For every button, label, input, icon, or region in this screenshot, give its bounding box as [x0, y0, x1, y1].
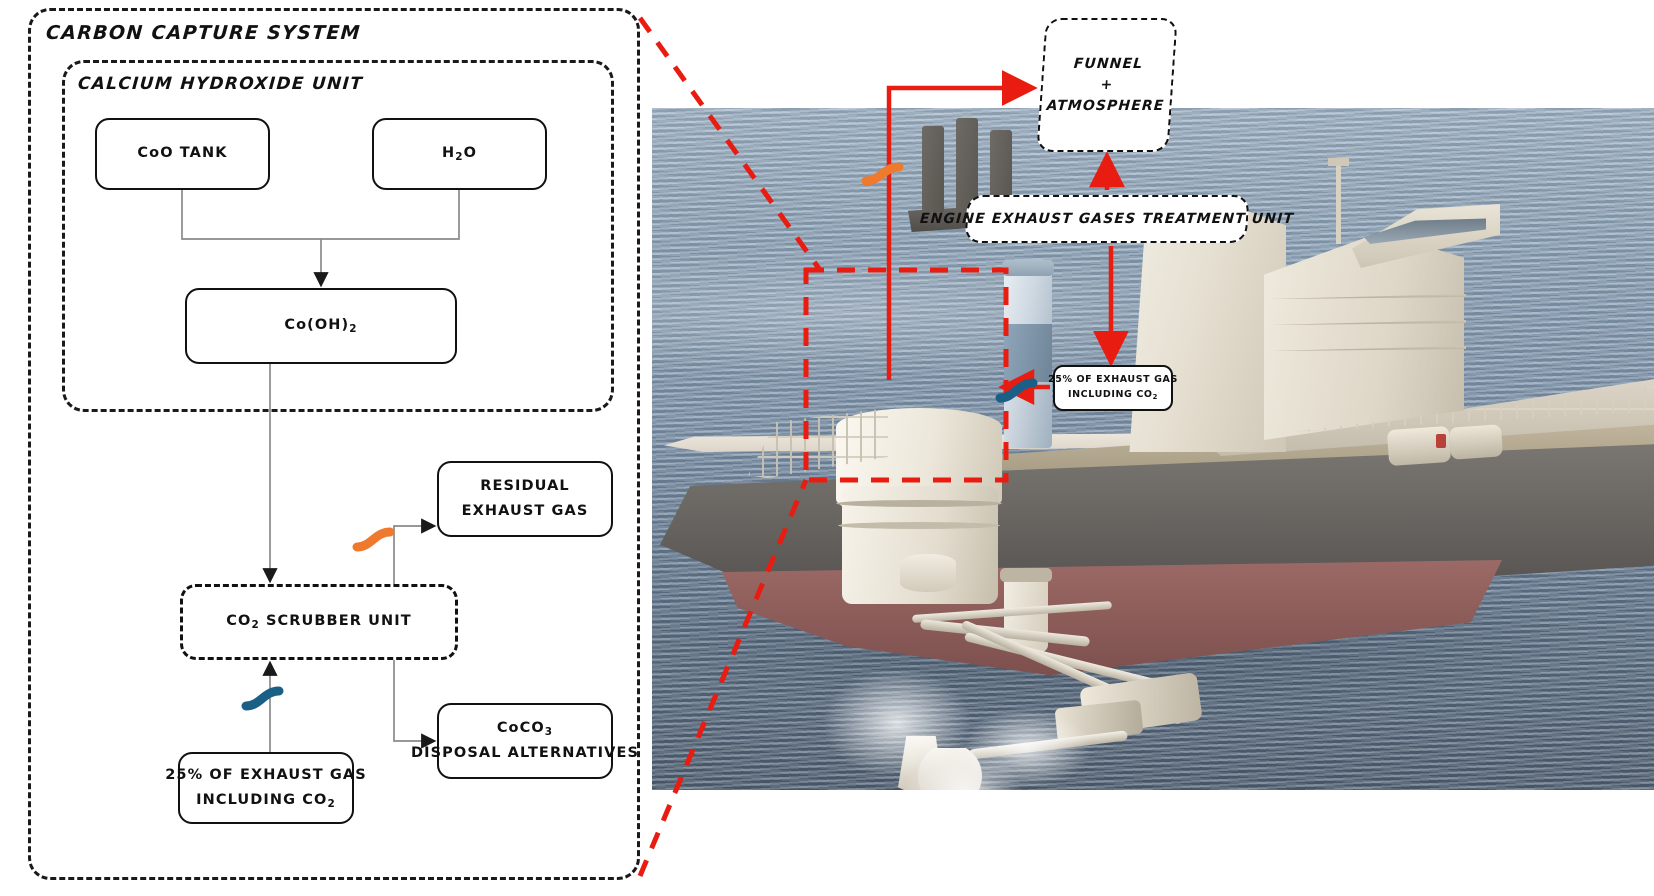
co2-scrubber-unit-label: CO2 SCRUBBER UNIT	[226, 613, 412, 632]
vertical-vessel-cap	[1000, 568, 1052, 582]
spray	[962, 708, 1092, 788]
photo-exhaust-25-line1: 25% OF EXHAUST GAS	[1048, 374, 1178, 386]
photo-exhaust-25-line2: INCLUDING CO2	[1068, 389, 1158, 401]
engine-exhaust-treatment-unit-callout[interactable]: ENGINE EXHAUST GASES TREATMENT UNIT	[919, 195, 1295, 243]
residual-exhaust-line1: RESIDUAL	[480, 477, 570, 494]
residual-exhaust-gas-box[interactable]: RESIDUAL EXHAUST GAS	[437, 461, 613, 537]
funnel-callout-line2: +	[1100, 76, 1115, 93]
water-label: H2O	[441, 145, 478, 164]
carbon-capture-system-title: CARBON CAPTURE SYSTEM	[45, 22, 362, 44]
photo-exhaust-25-percent-callout[interactable]: 25% OF EXHAUST GAS INCLUDING CO2	[1048, 365, 1177, 411]
water-box[interactable]: H2O	[372, 118, 547, 190]
exhaust-25-line2: INCLUDING CO2	[196, 792, 336, 810]
deck-level-line	[1270, 346, 1466, 351]
deck-level-line	[1270, 294, 1466, 299]
co2-scrubber-unit-box[interactable]: CO2 SCRUBBER UNIT	[180, 584, 458, 660]
exhaust-25-line1: 25% OF EXHAUST GAS	[165, 766, 367, 783]
calcium-hydroxide-box[interactable]: Co(OH)2	[185, 288, 457, 364]
calcium-hydroxide-unit-boundary	[62, 60, 614, 412]
exhaust-gas-25-percent-box[interactable]: 25% OF EXHAUST GAS INCLUDING CO2	[165, 752, 366, 824]
residual-exhaust-line2: EXHAUST GAS	[461, 503, 589, 519]
calcium-hydroxide-unit-title: CALCIUM HYDROXIDE UNIT	[77, 74, 364, 94]
funnel-atmosphere-callout[interactable]: FUNNEL + ATMOSPHERE	[1036, 18, 1178, 152]
deck-machinery	[1448, 424, 1504, 460]
caco3-disposal-line2: DISPOSAL ALTERNATIVES	[411, 745, 639, 761]
cao-tank-box[interactable]: CoO TANK	[95, 118, 270, 190]
caco3-disposal-box[interactable]: CoCO3 DISPOSAL ALTERNATIVES	[411, 703, 638, 779]
deck-level-line	[1270, 320, 1466, 325]
mast-crosstree	[1328, 158, 1349, 166]
tank-band	[836, 500, 1002, 507]
funnel-callout-line3: ATMOSPHERE	[1046, 97, 1166, 114]
absorber-column-section	[1004, 324, 1052, 382]
carbon-capture-system-boundary	[28, 8, 640, 880]
auxiliary-tank	[900, 554, 956, 592]
caco3-formula: CoCO3	[496, 719, 554, 738]
tank-band	[838, 522, 1000, 529]
treatment-unit-label: ENGINE EXHAUST GASES TREATMENT UNIT	[919, 210, 1295, 227]
cao-tank-label: CoO TANK	[137, 145, 228, 162]
absorber-column-cap	[1002, 260, 1054, 276]
mast	[1336, 166, 1341, 244]
deck-marker	[1436, 434, 1446, 448]
exhaust-stack	[922, 126, 944, 212]
funnel-callout-line1: FUNNEL	[1073, 55, 1144, 72]
calcium-hydroxide-label: Co(OH)2	[284, 317, 358, 336]
